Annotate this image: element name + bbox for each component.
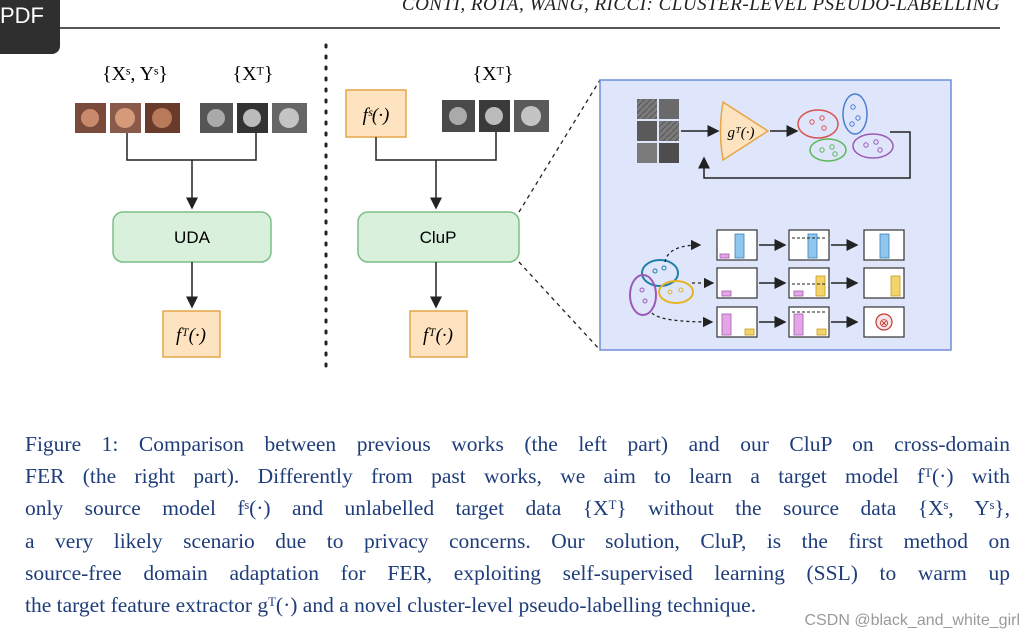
source-data-label: {Xˢ, Yˢ}: [102, 63, 168, 85]
labelled-clusters: [629, 259, 694, 316]
cluster-blue: [842, 93, 868, 135]
pdf-badge[interactable]: PDF: [0, 0, 60, 54]
target-data-label: {Xᵀ}: [473, 63, 514, 85]
target-model-output-box: [162, 310, 221, 358]
source-face-images: [75, 103, 180, 133]
pseudo-labelling-stage: ⊗: [629, 229, 905, 338]
cluster-purple: [852, 133, 894, 159]
target-model-output-box: [409, 310, 468, 358]
zoom-connector: [518, 261, 601, 351]
clup-box: [357, 211, 520, 263]
clup-label: CluP: [420, 228, 457, 247]
histogram-row-3: ⊗: [716, 306, 905, 338]
caption-line: only source model fˢ(·) and unlabelled t…: [25, 496, 1010, 521]
histogram-row-1: [716, 229, 905, 261]
clup-detail-panel: gᵀ(·): [599, 79, 952, 351]
caption-line: a very likely scenario due to privacy co…: [25, 528, 1010, 553]
target-face-images: [442, 100, 549, 132]
feature-extractor-label: gᵀ(·): [727, 125, 754, 141]
feature-extractor-shape: [719, 100, 770, 162]
feature-clusters: [797, 93, 894, 162]
cluster-green: [809, 138, 847, 162]
reject-icon: [875, 313, 893, 331]
source-model-label: fˢ(·): [363, 105, 390, 126]
ssl-warmup-stage: gᵀ(·): [637, 93, 911, 179]
watermark: CSDN @black_and_white_girl: [804, 612, 1020, 629]
cluster-teal: [641, 259, 679, 287]
running-header: CONTI, ROTA, WANG, RICCI: CLUSTER-LEVEL …: [401, 0, 1000, 15]
cluster-purple: [629, 274, 657, 316]
caption-line: the target feature extractor gᵀ(·) and a…: [25, 593, 757, 618]
target-model-output-label: fᵀ(·): [423, 325, 453, 346]
reject-symbol: ⊗: [879, 316, 889, 330]
caption-line: Figure 1: Comparison between previous wo…: [25, 432, 1010, 456]
histogram-row-2: [716, 267, 905, 299]
uda-label: UDA: [174, 228, 211, 247]
source-model-box: [345, 89, 407, 138]
cluster-red: [797, 109, 839, 139]
target-model-output-label: fᵀ(·): [176, 325, 206, 346]
zoom-connector: [518, 79, 601, 213]
detail-panel-background: [599, 79, 952, 351]
target-data-label: {Xᵀ}: [233, 63, 274, 85]
left-pipeline: {Xˢ, Yˢ} {Xᵀ} UDA fᵀ(·): [75, 63, 307, 358]
caption-line: source-free domain adaptation for FER, e…: [25, 560, 1010, 585]
target-face-images: [200, 103, 307, 133]
ssl-loop-arrow: [698, 131, 911, 179]
cluster-yellow: [658, 280, 694, 304]
target-face-grid: [637, 99, 679, 163]
figure-1: {Xˢ, Yˢ} {Xᵀ} UDA fᵀ(·) {Xᵀ}: [75, 43, 952, 372]
caption-line: FER (the right part). Differently from p…: [25, 464, 1010, 489]
header-rule: [60, 27, 1000, 29]
right-pipeline: {Xᵀ} fˢ(·) CluP fᵀ(·): [345, 63, 549, 358]
figure-caption: Figure 1: Comparison between previous wo…: [25, 428, 1010, 621]
